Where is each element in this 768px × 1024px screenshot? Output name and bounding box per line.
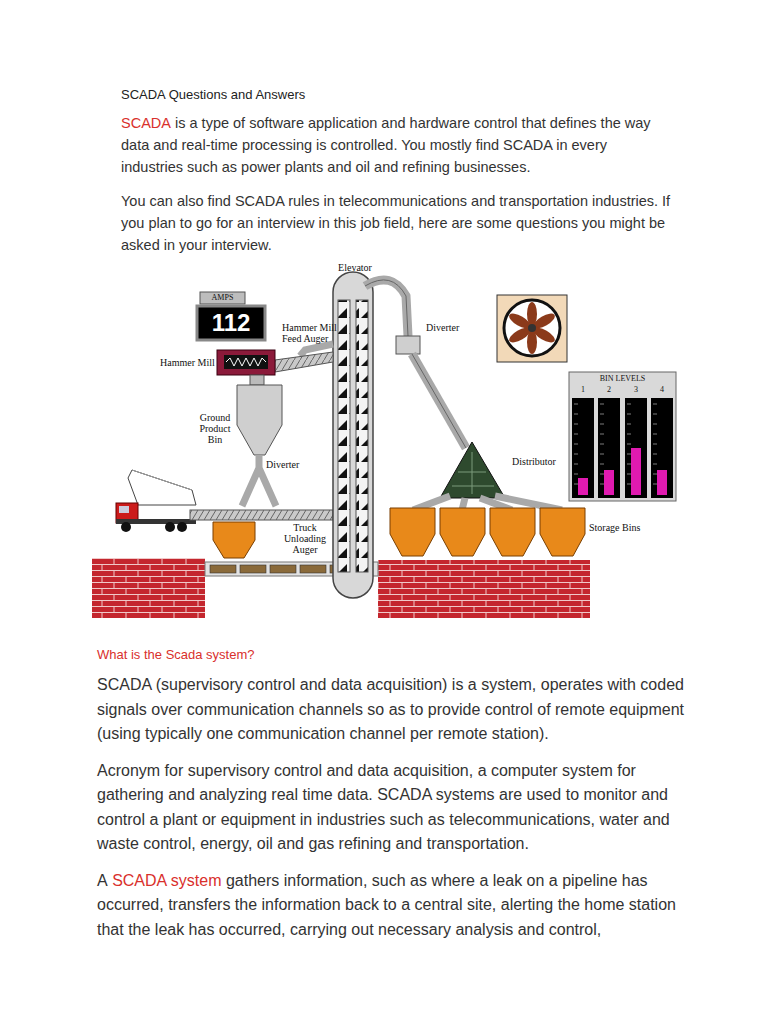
paragraph: SCADA (supervisory control and data acqu… [97,676,684,742]
part-label-block: Ground Product Bin [193,412,237,445]
question-heading-block: What is the Scada system? [97,646,497,663]
part-label-block: Hammer Mill [160,357,216,368]
bin-number-block: 4 [651,385,673,395]
part-label-block: Storage Bins [589,522,659,533]
paragraph-block: SCADA (supervisory control and data acqu… [97,673,687,747]
bin-number-block: 1 [572,385,594,395]
paragraph-block: ASCADA systemgathers information, such a… [97,869,687,943]
panel-title: BIN LEVELS [600,374,646,383]
paragraph-block: SCADAis a type of software application a… [121,112,671,178]
paragraph: A [97,872,108,889]
part-label: Elevator [338,262,372,273]
bin-number: 1 [581,385,585,394]
part-label: Ground Product Bin [199,412,230,445]
paragraph: SCADA [121,115,171,131]
page-title: SCADA Questions and Answers [121,87,305,102]
part-label: Hammer Mill [160,357,215,368]
bin-number-block: 2 [598,385,620,395]
bin-level-panel [569,372,676,501]
part-label-block: Diverter [266,459,316,470]
meter-reading-block: 112 [197,306,265,340]
part-label-block: Hammer Mill Feed Auger [282,322,344,344]
meter-label-block: AMPS [200,293,245,303]
panel-title-block: BIN LEVELS [569,374,676,384]
part-label: Diverter [426,322,459,333]
bin-number: 3 [634,385,638,394]
part-label-block: Diverter [426,322,486,333]
part-label: Truck Unloading Auger [284,522,326,555]
part-label: Storage Bins [589,522,640,533]
question-heading: What is the Scada system? [97,647,255,662]
part-label-block: Truck Unloading Auger [278,522,332,555]
page-title-block: SCADA Questions and Answers [121,86,521,103]
exhaust-fan [497,295,567,362]
part-label: Distributor [512,456,556,467]
paragraph: is a type of software application and ha… [121,115,651,175]
part-label: Hammer Mill Feed Auger [282,322,337,344]
meter-reading: 112 [212,309,251,336]
bucket-elevator [333,272,373,598]
dump-truck [116,470,196,532]
part-label-block: Distributor [512,456,572,467]
paragraph: Acronym for supervisory control and data… [97,762,670,853]
paragraph: SCADA system [112,872,221,889]
paragraph: You can also find SCADA rules in telecom… [121,193,670,253]
bin-number: 2 [607,385,611,394]
paragraph-block: You can also find SCADA rules in telecom… [121,190,671,256]
part-label: Diverter [266,459,299,470]
paragraph-block: Acronym for supervisory control and data… [97,759,687,857]
bin-number-block: 3 [625,385,647,395]
bin-number: 4 [660,385,664,394]
meter-label: AMPS [212,293,234,302]
part-label-block: Elevator [330,262,380,273]
